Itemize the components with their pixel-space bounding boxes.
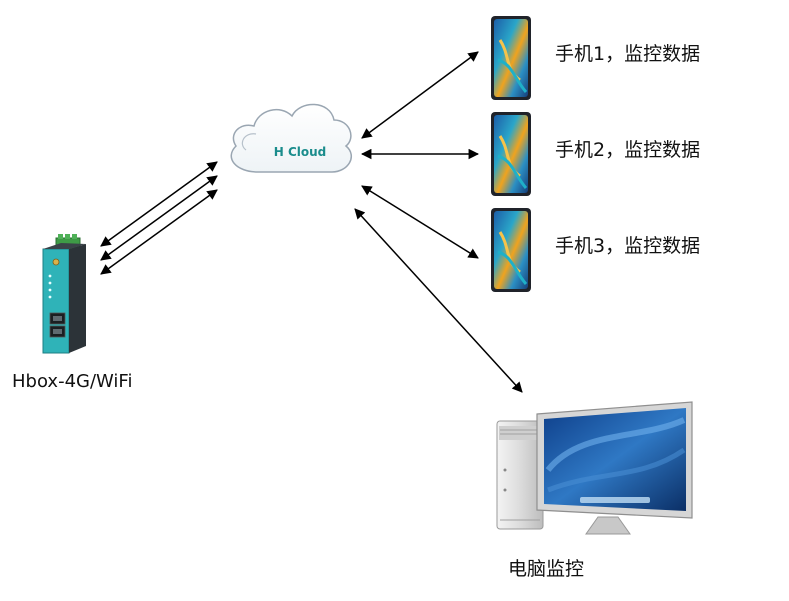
phone-3-label: 手机3，监控数据 (555, 235, 701, 257)
cloud-label: H Cloud (274, 145, 327, 159)
connection-arrows (100, 51, 523, 393)
computer-label: 电脑监控 (508, 558, 585, 580)
arrow-cloud-phone-1 (361, 51, 479, 139)
arrow-cloud-computer (354, 208, 523, 393)
phone-3-icon (491, 208, 531, 292)
arrow-gateway-cloud-2 (100, 175, 218, 261)
phone-2-icon (491, 112, 531, 196)
phone-1-icon (491, 16, 531, 100)
arrow-gateway-cloud-3 (100, 189, 218, 275)
arrow-cloud-phone-3 (361, 185, 479, 259)
computer-icon (496, 401, 693, 535)
gateway-label: Hbox-4G/WiFi (12, 371, 133, 392)
arrow-gateway-cloud-1 (100, 161, 218, 247)
cloud-icon (230, 103, 352, 173)
phone-1-label: 手机1，监控数据 (555, 43, 701, 65)
gateway-device-icon (42, 234, 86, 354)
phone-2-label: 手机2，监控数据 (555, 139, 701, 161)
